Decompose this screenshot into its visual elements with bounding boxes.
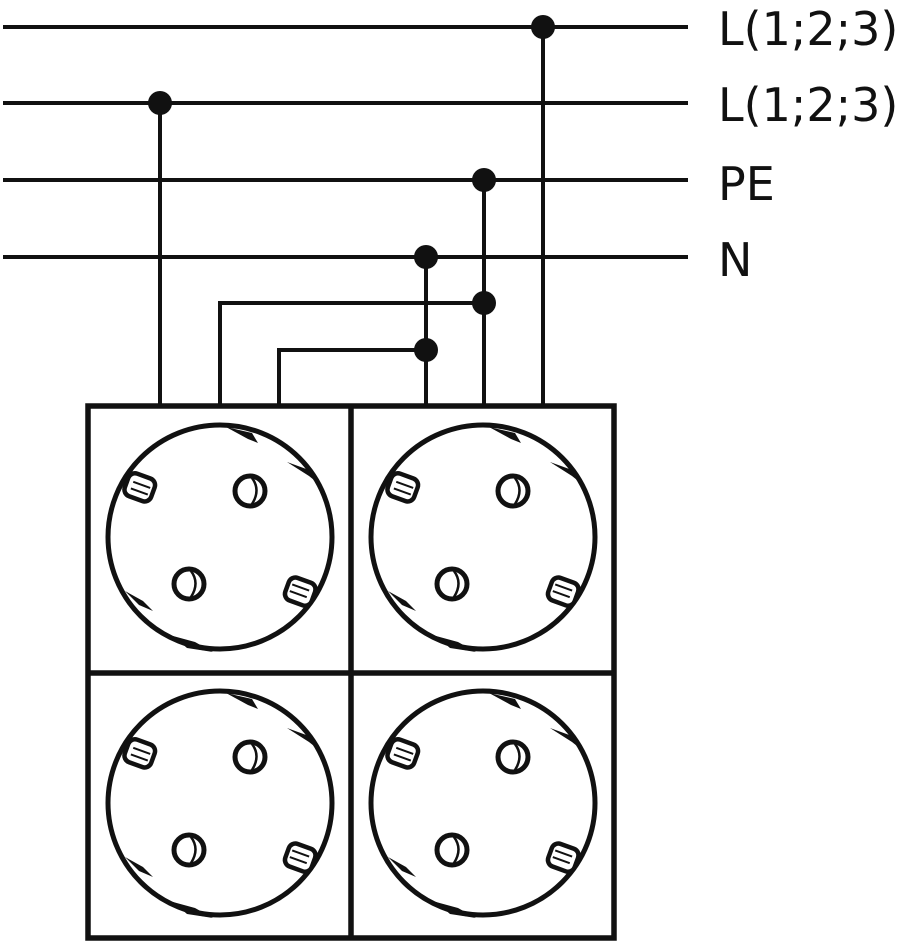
socket-top-left (108, 425, 332, 652)
junction-dot (414, 245, 438, 269)
junction-dot (414, 338, 438, 362)
label-n: N (718, 233, 752, 287)
label-l1: L(1;2;3) (718, 2, 898, 56)
junction-dot (472, 168, 496, 192)
socket-bottom-left (108, 691, 332, 918)
label-pe: PE (718, 157, 775, 211)
wire-pe-branch (218, 301, 484, 406)
socket-top-right (371, 425, 595, 652)
wire-n-branch (277, 348, 426, 406)
junction-dot (148, 91, 172, 115)
socket-bottom-right (371, 691, 595, 918)
junction-dot (531, 15, 555, 39)
junction-dot (472, 291, 496, 315)
label-l2: L(1;2;3) (718, 78, 898, 132)
